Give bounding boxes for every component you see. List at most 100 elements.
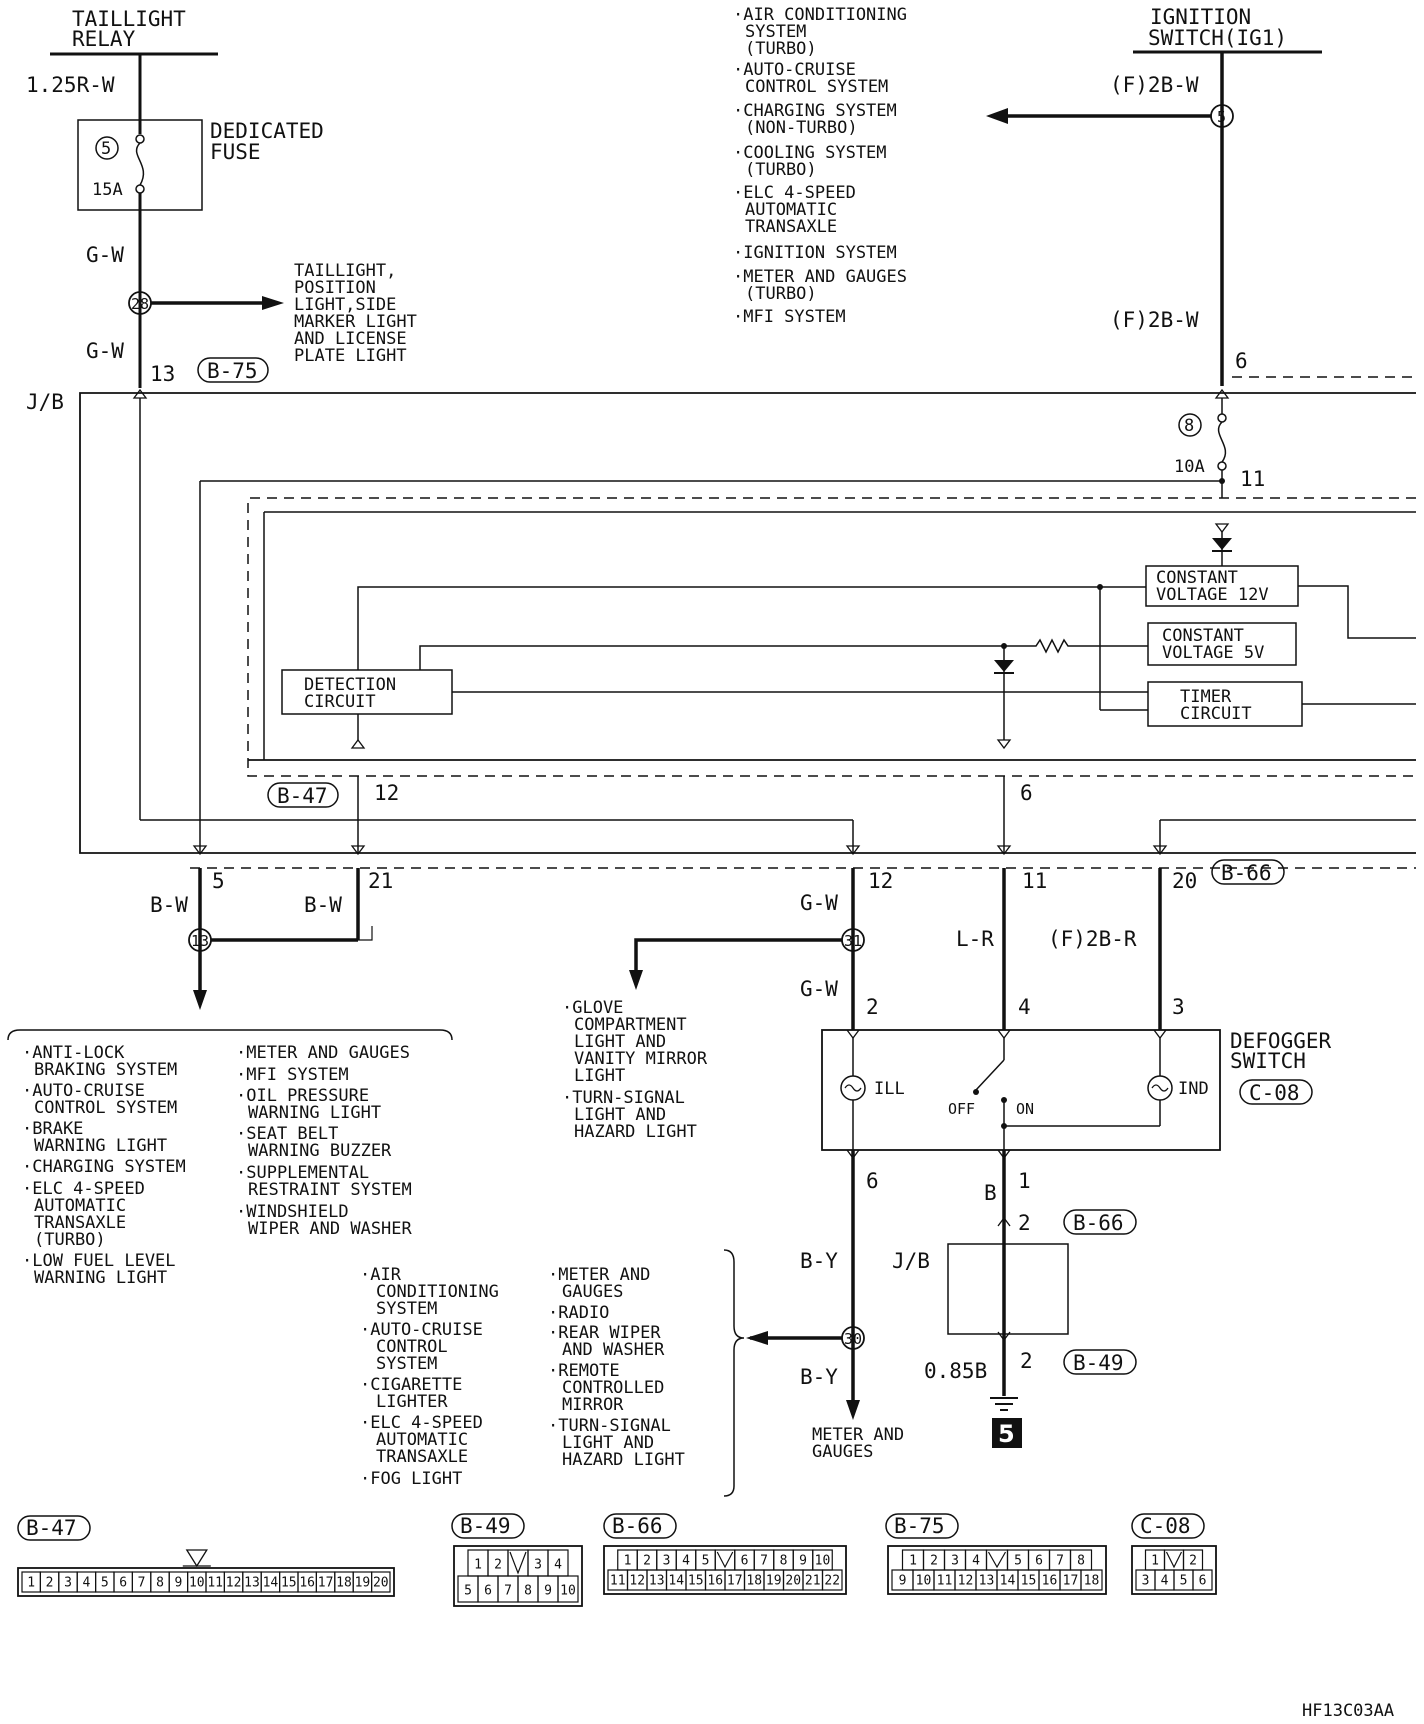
- svg-text:GAUGES: GAUGES: [562, 1282, 623, 1302]
- svg-text:·WINDSHIELD: ·WINDSHIELD: [236, 1202, 349, 1222]
- svg-text:WARNING LIGHT: WARNING LIGHT: [248, 1103, 381, 1123]
- svg-text:·METER AND GAUGES: ·METER AND GAUGES: [236, 1043, 410, 1063]
- wire-label-gw-d: G-W: [800, 977, 838, 1001]
- arrow-left-icon: [986, 108, 1008, 124]
- on-label: ON: [1016, 1100, 1034, 1118]
- pin-number: 10: [189, 1575, 205, 1590]
- pin-number: 10: [560, 1584, 576, 1599]
- pin-number: 1: [27, 1575, 35, 1590]
- pin-number: 3: [663, 1553, 671, 1568]
- pin-number: 3: [64, 1575, 72, 1590]
- pin-number: 3: [534, 1558, 542, 1573]
- ignition-destination-list: ·AIR CONDITIONING SYSTEM (TURBO) ·AUTO-C…: [733, 5, 907, 327]
- wire-label-gw-c: G-W: [800, 891, 838, 915]
- wire-label-bw-a: B-W: [150, 893, 188, 917]
- pin-number: 14: [263, 1575, 279, 1590]
- svg-text:LIGHT AND: LIGHT AND: [574, 1032, 666, 1052]
- pin-number: 2: [643, 1553, 651, 1568]
- fuse-8: 8 10A: [1174, 413, 1227, 477]
- diode-icon-2: [994, 660, 1014, 672]
- cv12-label-2: VOLTAGE 12V: [1156, 585, 1269, 605]
- taillight-relay: TAILLIGHT RELAY: [50, 7, 218, 56]
- connector-name: C-08: [1140, 1514, 1191, 1538]
- svg-text:TAILLIGHT,: TAILLIGHT,: [294, 261, 396, 281]
- splice-31: 31: [844, 932, 862, 950]
- fuse-rating-10a: 10A: [1174, 457, 1205, 477]
- svg-text:TRANSAXLE: TRANSAXLE: [34, 1213, 126, 1233]
- svg-text:CONTROL SYSTEM: CONTROL SYSTEM: [34, 1098, 177, 1118]
- pin-number: 15: [1021, 1573, 1037, 1588]
- ill-label: ILL: [874, 1079, 905, 1099]
- pin-number: 19: [355, 1575, 371, 1590]
- pin-number: 6: [119, 1575, 127, 1590]
- wire-label-by-b: B-Y: [800, 1365, 838, 1389]
- connector-b66-top-tag: B-66: [1221, 861, 1272, 885]
- wire-label-f2br: (F)2B-R: [1048, 927, 1137, 951]
- pin-12-jb: 12: [868, 869, 893, 893]
- pin-number: 17: [727, 1573, 743, 1588]
- pin-number: 1: [1151, 1553, 1159, 1568]
- pin-number: 16: [299, 1575, 315, 1590]
- connector-name: B-49: [460, 1514, 511, 1538]
- svg-text:·MFI SYSTEM: ·MFI SYSTEM: [236, 1065, 349, 1085]
- ignition-switch-label-2: SWITCH(IG1): [1148, 26, 1287, 50]
- fuse-number-5: 5: [101, 139, 111, 159]
- glove-destination-list: ·GLOVE COMPARTMENT LIGHT AND VANITY MIRR…: [562, 998, 708, 1142]
- pin-6-out: 6: [866, 1169, 879, 1193]
- cv5-label-2: VOLTAGE 5V: [1162, 643, 1264, 663]
- svg-text:POSITION: POSITION: [294, 278, 376, 298]
- svg-text:·AUTO-CRUISE: ·AUTO-CRUISE: [733, 60, 856, 80]
- switch-contact-icon: [975, 1059, 1005, 1091]
- svg-text:WARNING BUZZER: WARNING BUZZER: [248, 1141, 392, 1161]
- pin-number: 1: [474, 1558, 482, 1573]
- pin-12-b47: 12: [374, 781, 399, 805]
- svg-text:·BRAKE: ·BRAKE: [22, 1119, 83, 1139]
- pin-number: 7: [1056, 1553, 1064, 1568]
- connector-b66-mid-tag: B-66: [1073, 1211, 1124, 1235]
- svg-text:PLATE LIGHT: PLATE LIGHT: [294, 346, 407, 366]
- pin-number: 14: [1000, 1573, 1016, 1588]
- svg-text:(TURBO): (TURBO): [745, 284, 817, 304]
- svg-text:·FOG LIGHT: ·FOG LIGHT: [360, 1469, 462, 1489]
- taillight-relay-label: TAILLIGHT: [72, 7, 186, 31]
- wire-label-bw-b: B-W: [304, 893, 342, 917]
- pin-number: 10: [916, 1573, 932, 1588]
- pin-number: 17: [318, 1575, 334, 1590]
- pin-2-b49: 2: [1020, 1349, 1033, 1373]
- arrow-left-icon-2: [746, 1331, 768, 1345]
- pin-number: 1: [624, 1553, 632, 1568]
- svg-text:LIGHT AND: LIGHT AND: [562, 1433, 654, 1453]
- pin-number: 12: [958, 1573, 974, 1588]
- pin-number: 8: [1077, 1553, 1085, 1568]
- svg-text:AUTOMATIC: AUTOMATIC: [376, 1430, 468, 1450]
- svg-text:(TURBO): (TURBO): [745, 39, 817, 59]
- taillight-relay-label-2: RELAY: [72, 27, 136, 51]
- pin-number: 11: [207, 1575, 223, 1590]
- pin-6-top: 6: [1235, 349, 1248, 373]
- splice-5: 5: [1217, 108, 1226, 126]
- svg-text:·SUPPLEMENTAL: ·SUPPLEMENTAL: [236, 1163, 369, 1183]
- jb2-label: J/B: [892, 1249, 930, 1273]
- defogger-switch-label: DEFOGGER: [1230, 1029, 1332, 1053]
- timer-label: TIMER: [1180, 687, 1232, 707]
- dedicated-fuse-label-2: FUSE: [210, 140, 261, 164]
- pin-number: 6: [1199, 1573, 1207, 1588]
- wire-label-gw-a: G-W: [86, 243, 124, 267]
- wire-label-gw-b: G-W: [86, 339, 124, 363]
- pin-2-b66: 2: [1018, 1211, 1031, 1235]
- svg-text:LIGHT AND: LIGHT AND: [574, 1105, 666, 1125]
- svg-text:·ELC 4-SPEED: ·ELC 4-SPEED: [733, 183, 856, 203]
- defogger-switch-label-2: SWITCH: [1230, 1049, 1306, 1073]
- svg-text:·METER AND: ·METER AND: [548, 1265, 650, 1285]
- svg-text:·SEAT BELT: ·SEAT BELT: [236, 1124, 338, 1144]
- pin-number: 11: [937, 1573, 953, 1588]
- pin-number: 4: [82, 1575, 90, 1590]
- pin-number: 9: [799, 1553, 807, 1568]
- pin-1: 1: [1018, 1169, 1031, 1193]
- svg-text:AUTOMATIC: AUTOMATIC: [34, 1196, 126, 1216]
